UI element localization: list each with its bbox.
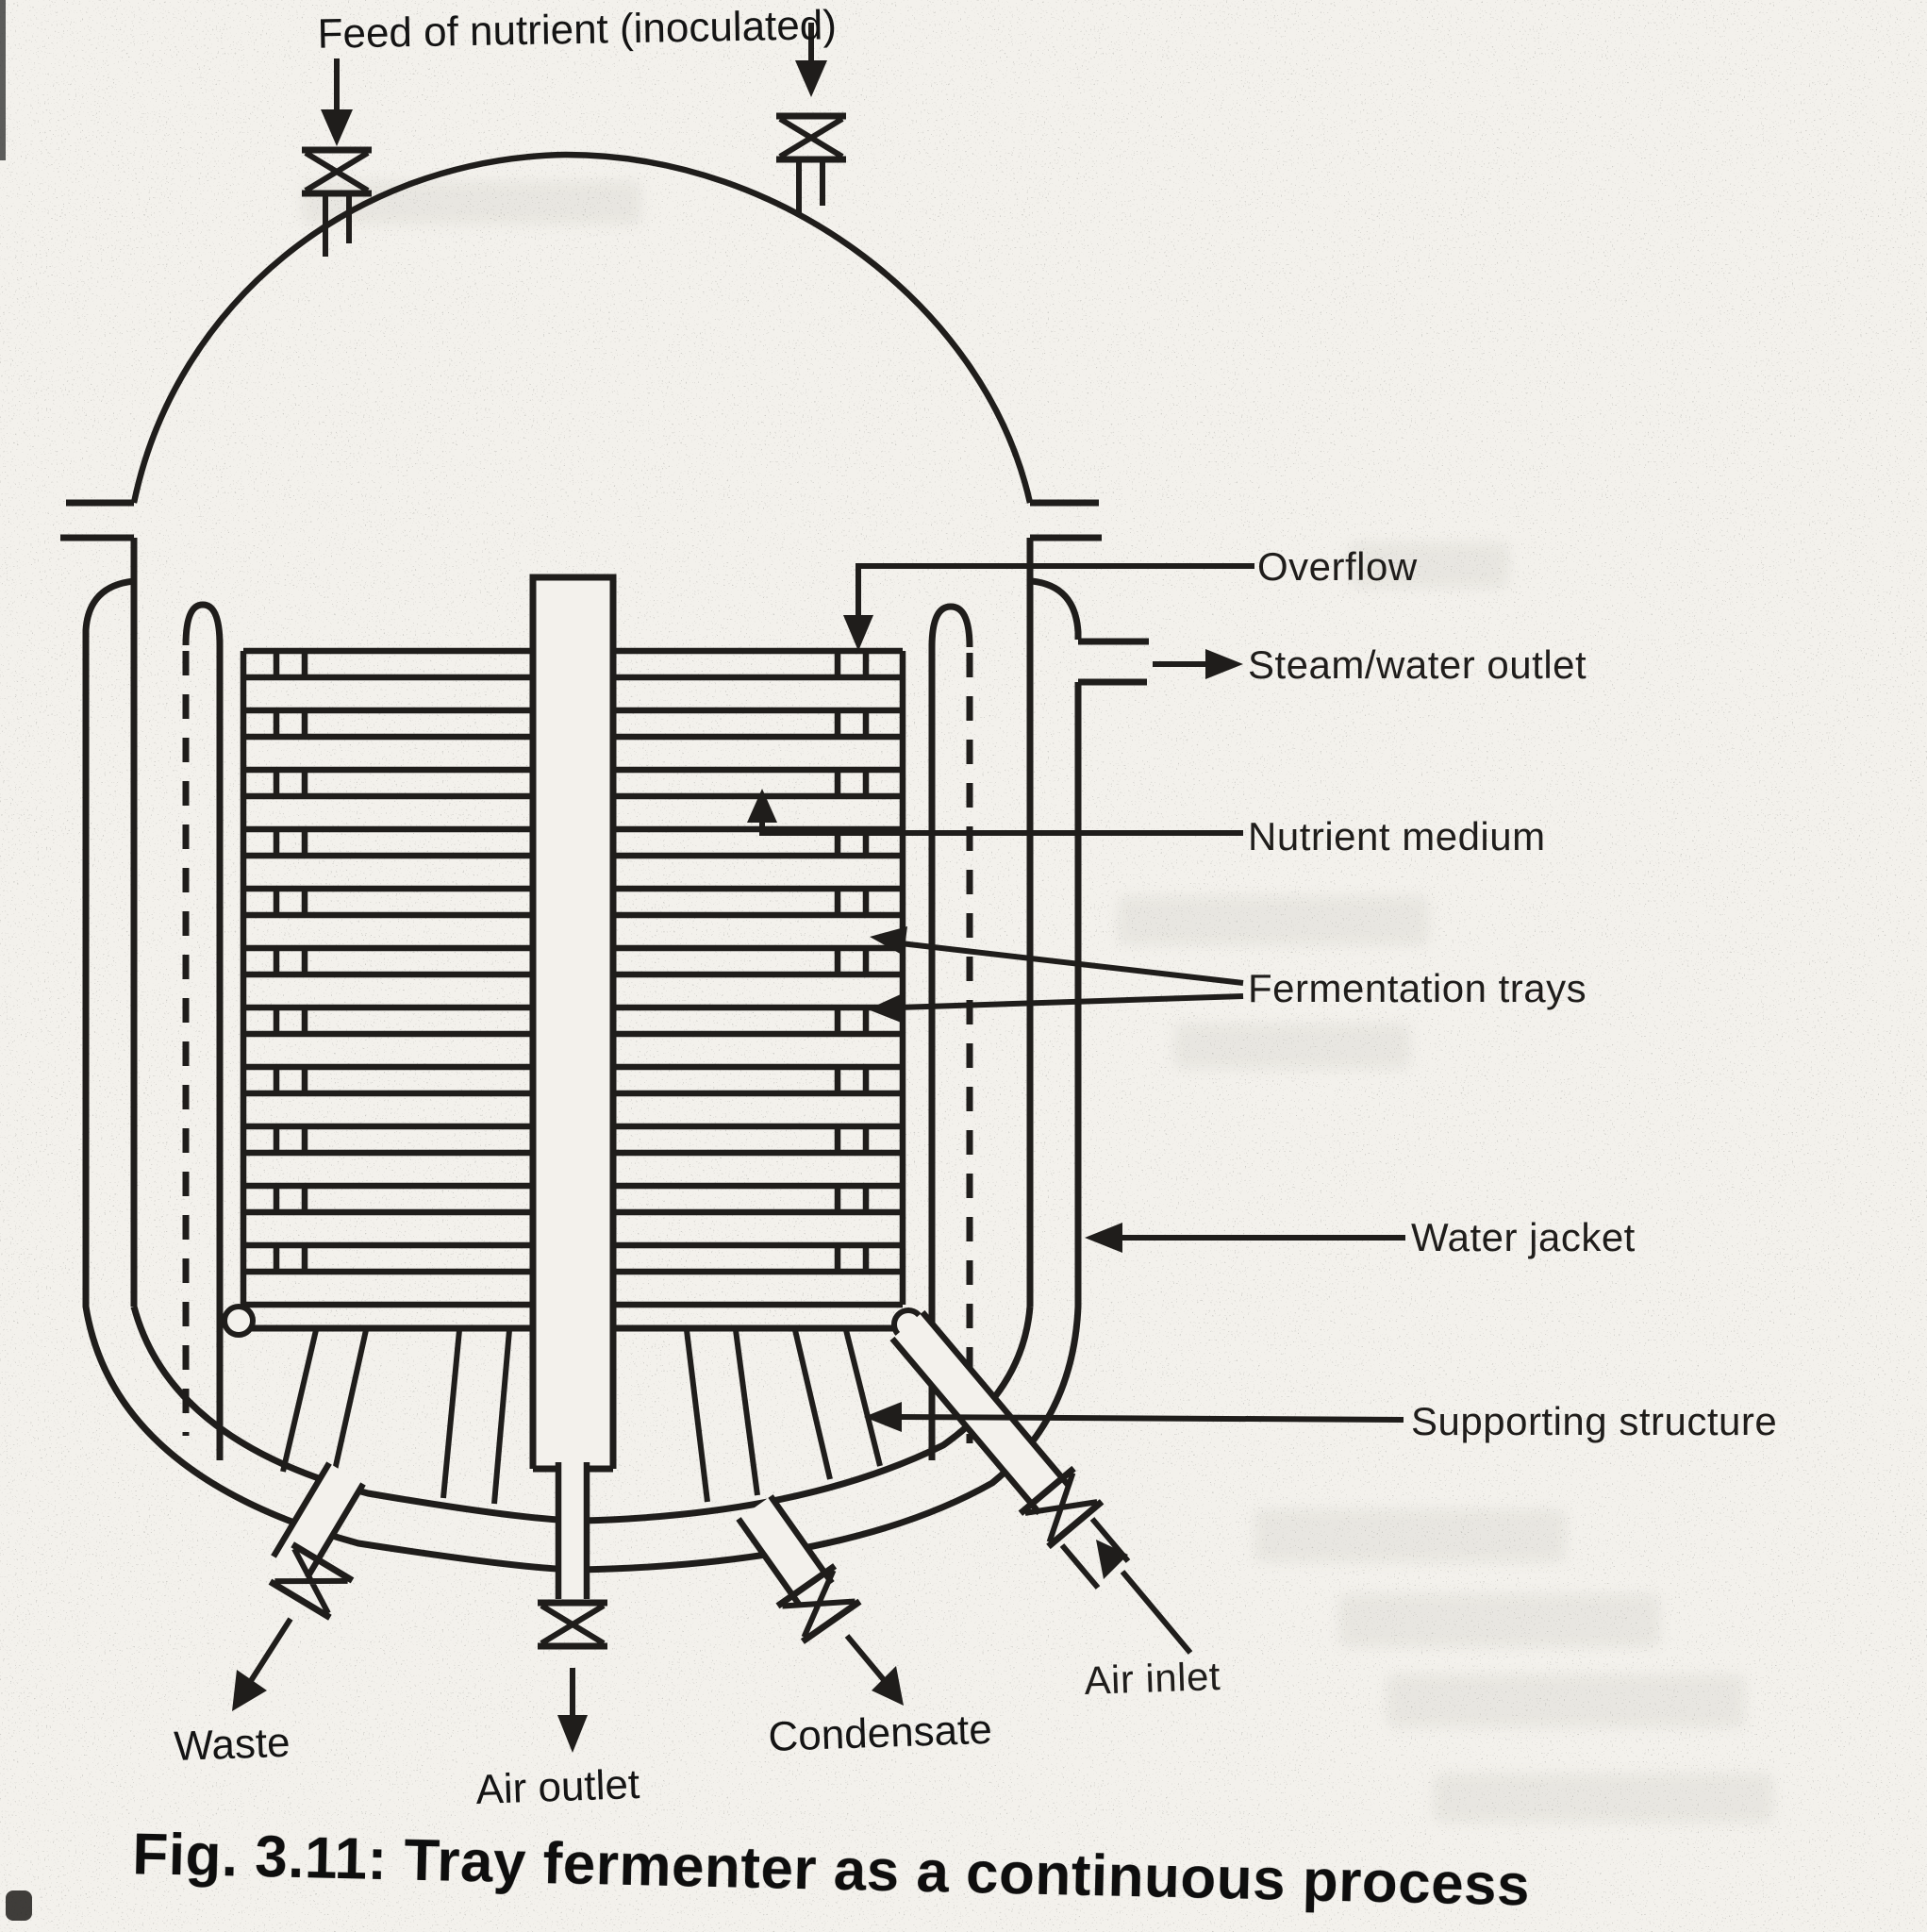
condensate-pipe — [736, 1494, 904, 1706]
valve-icon — [1018, 1465, 1105, 1550]
valve-icon — [775, 1563, 862, 1644]
label-steam-water-outlet: Steam/water outlet — [1248, 642, 1586, 687]
arrow-down-icon — [557, 1715, 588, 1753]
vessel-shell — [60, 151, 1149, 1574]
condensate-flow-line — [844, 1634, 888, 1683]
overflow-leader — [856, 563, 1254, 615]
left-flange — [60, 499, 134, 541]
label-feed: Feed of nutrient (inoculated) — [317, 2, 837, 58]
diagram-labels: Feed of nutrient (inoculated) Overflow S… — [132, 2, 1777, 1918]
scan-edge-artifact — [0, 0, 6, 160]
dome-top — [130, 151, 1034, 504]
arrow-left-icon — [1085, 1223, 1122, 1253]
base-roller-left — [222, 1304, 256, 1338]
label-condensate: Condensate — [768, 1707, 993, 1760]
air-outlet-pipe — [538, 1462, 607, 1753]
air-inlet-leader — [1120, 1570, 1193, 1655]
label-waste: Waste — [174, 1720, 291, 1770]
label-fermentation-trays: Fermentation trays — [1248, 966, 1586, 1010]
arrow-up-left-icon — [870, 926, 907, 956]
label-air-inlet: Air inlet — [1084, 1654, 1221, 1703]
arrow-up-left-icon — [1096, 1540, 1128, 1579]
scan-spot-artifact — [6, 1890, 32, 1921]
fermentation-trays-leader-2 — [897, 993, 1244, 1010]
feed-nozzle-right — [776, 23, 846, 215]
waste-flow-line — [244, 1617, 293, 1689]
arrow-right-icon — [1205, 649, 1243, 679]
valve-icon — [776, 112, 846, 163]
waste-pipe — [232, 1461, 366, 1711]
arrow-up-icon — [747, 789, 777, 823]
arrow-left-icon — [868, 993, 904, 1024]
label-overflow: Overflow — [1257, 544, 1418, 589]
label-nutrient-medium: Nutrient medium — [1248, 814, 1546, 858]
steam-outlet-nozzle — [1078, 638, 1149, 686]
page-bleed-through — [302, 181, 1773, 1823]
label-supporting-structure: Supporting structure — [1411, 1399, 1777, 1443]
valve-icon — [302, 146, 372, 197]
right-flange — [1030, 499, 1102, 541]
arrow-down-icon — [795, 60, 827, 97]
valve-icon — [538, 1599, 607, 1650]
valve-icon — [268, 1541, 355, 1621]
arrow-down-icon — [843, 615, 873, 651]
label-air-outlet: Air outlet — [475, 1761, 640, 1813]
left-inner-tube-wall — [182, 601, 224, 1460]
arrow-down-icon — [321, 109, 353, 146]
annotation-leaders — [747, 563, 1405, 1432]
air-inlet-pipe — [889, 1309, 1193, 1655]
feed-nozzle-left — [302, 58, 372, 257]
supporting-structure-leader — [897, 1414, 1404, 1423]
central-air-column — [529, 574, 617, 1473]
fermentation-trays-leader-1 — [900, 941, 1244, 986]
arrow-down-right-icon — [872, 1666, 904, 1706]
supporting-structure-legs — [280, 1329, 883, 1505]
arrow-left-icon — [864, 1402, 902, 1432]
label-water-jacket: Water jacket — [1411, 1215, 1636, 1259]
arrow-down-left-icon — [232, 1670, 267, 1711]
